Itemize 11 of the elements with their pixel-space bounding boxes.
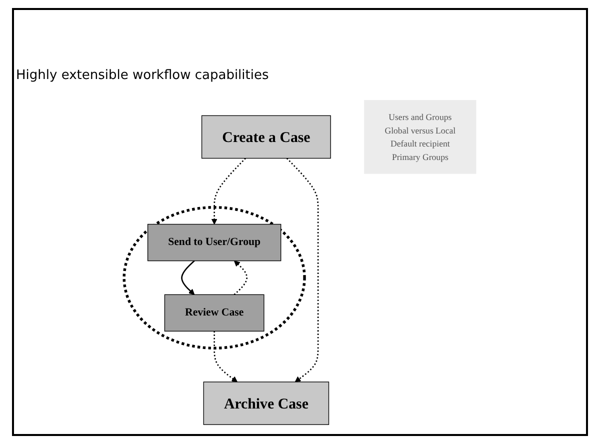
arrow (211, 158, 246, 225)
arrow (181, 260, 195, 295)
title: Highly extensible workflow capabilities (16, 68, 269, 83)
node-box: Archive Case (203, 382, 330, 425)
arrow (234, 260, 248, 296)
arrow (286, 158, 319, 382)
cluster (122, 206, 306, 350)
node-box: Create a Case (201, 115, 331, 159)
node-box: Review Case (164, 294, 264, 332)
node-box: Send to User/Group (147, 224, 282, 262)
arrow (214, 331, 238, 382)
